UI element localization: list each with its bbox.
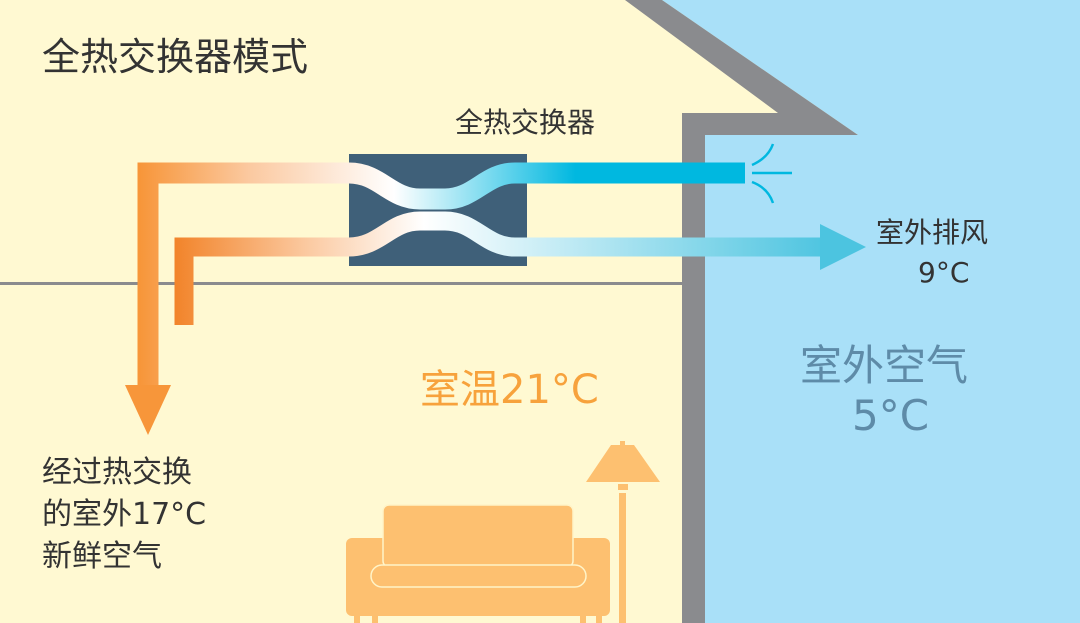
exhaust-airflow (137, 162, 745, 385)
supply-text-line: 经过热交换 (42, 455, 192, 490)
indoor-temp-label: 室温21°C (420, 367, 599, 413)
exhaust-temp: 9°C (918, 256, 969, 289)
floor-line (0, 282, 682, 285)
outdoor-airflow (174, 211, 822, 325)
vent-icon (751, 143, 792, 204)
sofa-icon (346, 504, 610, 623)
house-wall-roof (625, 0, 858, 623)
supply-text-line: 新鲜空气 (42, 539, 162, 574)
exhaust-arrow-head (820, 224, 866, 270)
outdoor-temp: 5°C (852, 391, 929, 440)
outdoor-label: 室外空气 (800, 341, 968, 390)
page-title: 全热交换器模式 (42, 35, 308, 79)
supply-arrow-head (125, 385, 171, 435)
supply-text-line: 的室外17°C (42, 497, 206, 532)
exchanger-label: 全热交换器 (455, 106, 595, 139)
floor-lamp-icon (586, 441, 660, 623)
exhaust-label: 室外排风 (876, 216, 988, 249)
